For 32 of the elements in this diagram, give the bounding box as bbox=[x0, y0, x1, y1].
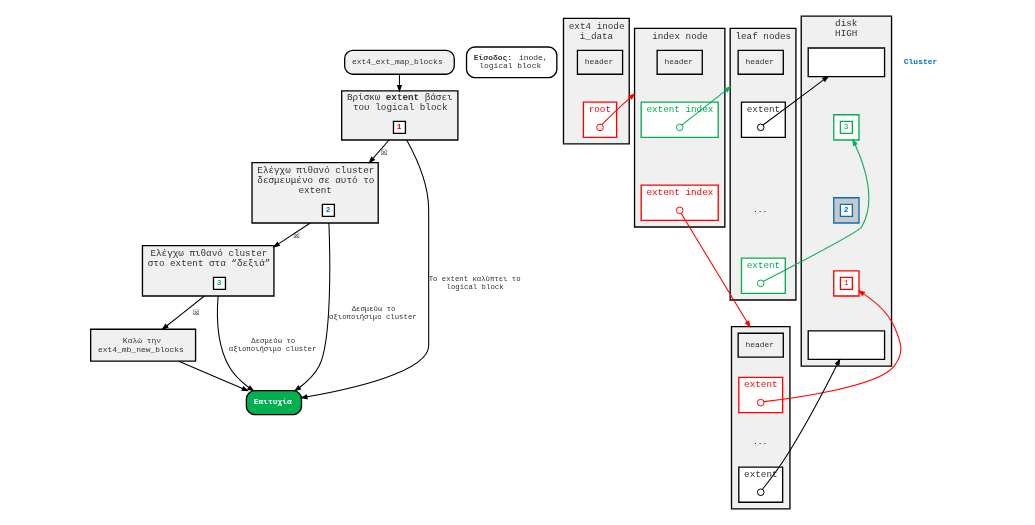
node-circle bbox=[596, 123, 604, 132]
node-box bbox=[807, 330, 886, 361]
arrow bbox=[272, 222, 311, 248]
cluster: extent bbox=[740, 257, 786, 295]
arrow bbox=[161, 295, 205, 331]
cluster: extent index bbox=[640, 184, 719, 221]
node-circle bbox=[675, 123, 684, 132]
arrow bbox=[681, 85, 732, 126]
arrow bbox=[762, 358, 841, 490]
node-circle bbox=[756, 398, 765, 407]
cluster bbox=[730, 325, 791, 510]
cluster bbox=[833, 270, 860, 297]
arrow bbox=[300, 139, 430, 400]
arrow bbox=[763, 290, 902, 403]
node-circle bbox=[756, 488, 765, 497]
arrow bbox=[680, 213, 751, 328]
cluster: extent bbox=[738, 376, 784, 414]
arrow bbox=[763, 138, 870, 282]
arrow bbox=[396, 73, 403, 93]
cluster bbox=[833, 197, 860, 224]
node-box bbox=[807, 47, 886, 78]
arrow bbox=[216, 295, 255, 392]
arrow bbox=[368, 139, 390, 164]
cluster: extent bbox=[740, 101, 786, 138]
arrow bbox=[762, 75, 830, 126]
node-circle bbox=[675, 206, 684, 215]
arrow bbox=[178, 360, 250, 392]
cluster: root bbox=[582, 101, 618, 138]
node-circle bbox=[756, 123, 765, 132]
arrow bbox=[293, 222, 331, 392]
node-circle bbox=[756, 279, 765, 288]
cluster bbox=[833, 114, 860, 141]
